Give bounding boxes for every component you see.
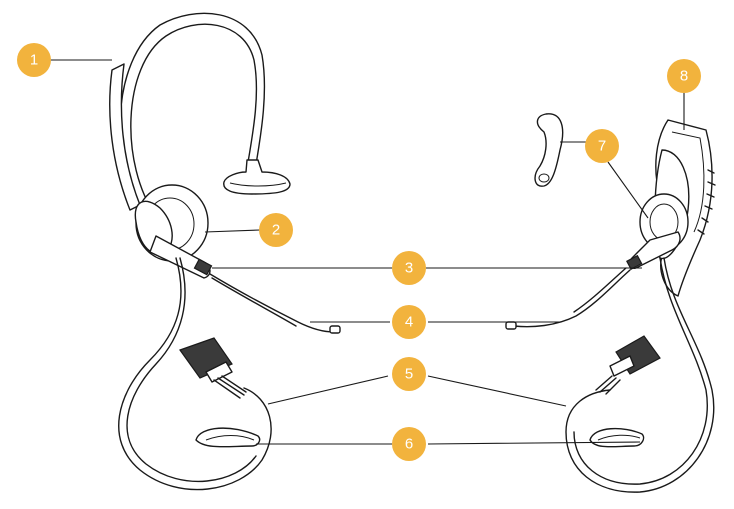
callout-6-label: 6 [405, 436, 413, 453]
callout-3-label: 3 [405, 260, 413, 277]
callout-4-label: 4 [405, 314, 413, 331]
callout-2-circle [259, 213, 293, 247]
callout-4-circle [392, 305, 426, 339]
callout-2-label: 2 [272, 222, 280, 239]
callout-6-circle [392, 427, 426, 461]
callout-1: 1 [17, 43, 51, 77]
callout-8-circle [667, 59, 701, 93]
over-the-ear-headset [505, 113, 716, 493]
callout-3: 3 [392, 251, 426, 285]
callout-5-circle [392, 357, 426, 391]
ear-loop [534, 113, 564, 187]
voice-tube [209, 273, 335, 333]
callout-6: 6 [392, 427, 426, 461]
callout-4: 4 [392, 305, 426, 339]
callout-8: 8 [667, 59, 701, 93]
callout-5-label: 5 [405, 366, 413, 383]
callout-1-label: 1 [30, 52, 38, 69]
callout-1-circle [17, 43, 51, 77]
right-voice-tube [513, 269, 631, 328]
right-clothing-clip [589, 427, 645, 448]
callout-7-label: 7 [598, 138, 606, 155]
over-the-head-headset [109, 12, 341, 491]
callout-7: 7 [585, 129, 619, 163]
callout-7-circle [585, 129, 619, 163]
callout-5: 5 [392, 357, 426, 391]
callout-2: 2 [259, 213, 293, 247]
t-bar-stabilizer [223, 159, 291, 195]
right-cable [565, 257, 715, 493]
left-cable [118, 257, 272, 491]
left-clothing-clip [195, 427, 261, 448]
leader-lines [48, 59, 685, 445]
callout-3-circle [392, 251, 426, 285]
callout-8-label: 8 [680, 68, 688, 85]
